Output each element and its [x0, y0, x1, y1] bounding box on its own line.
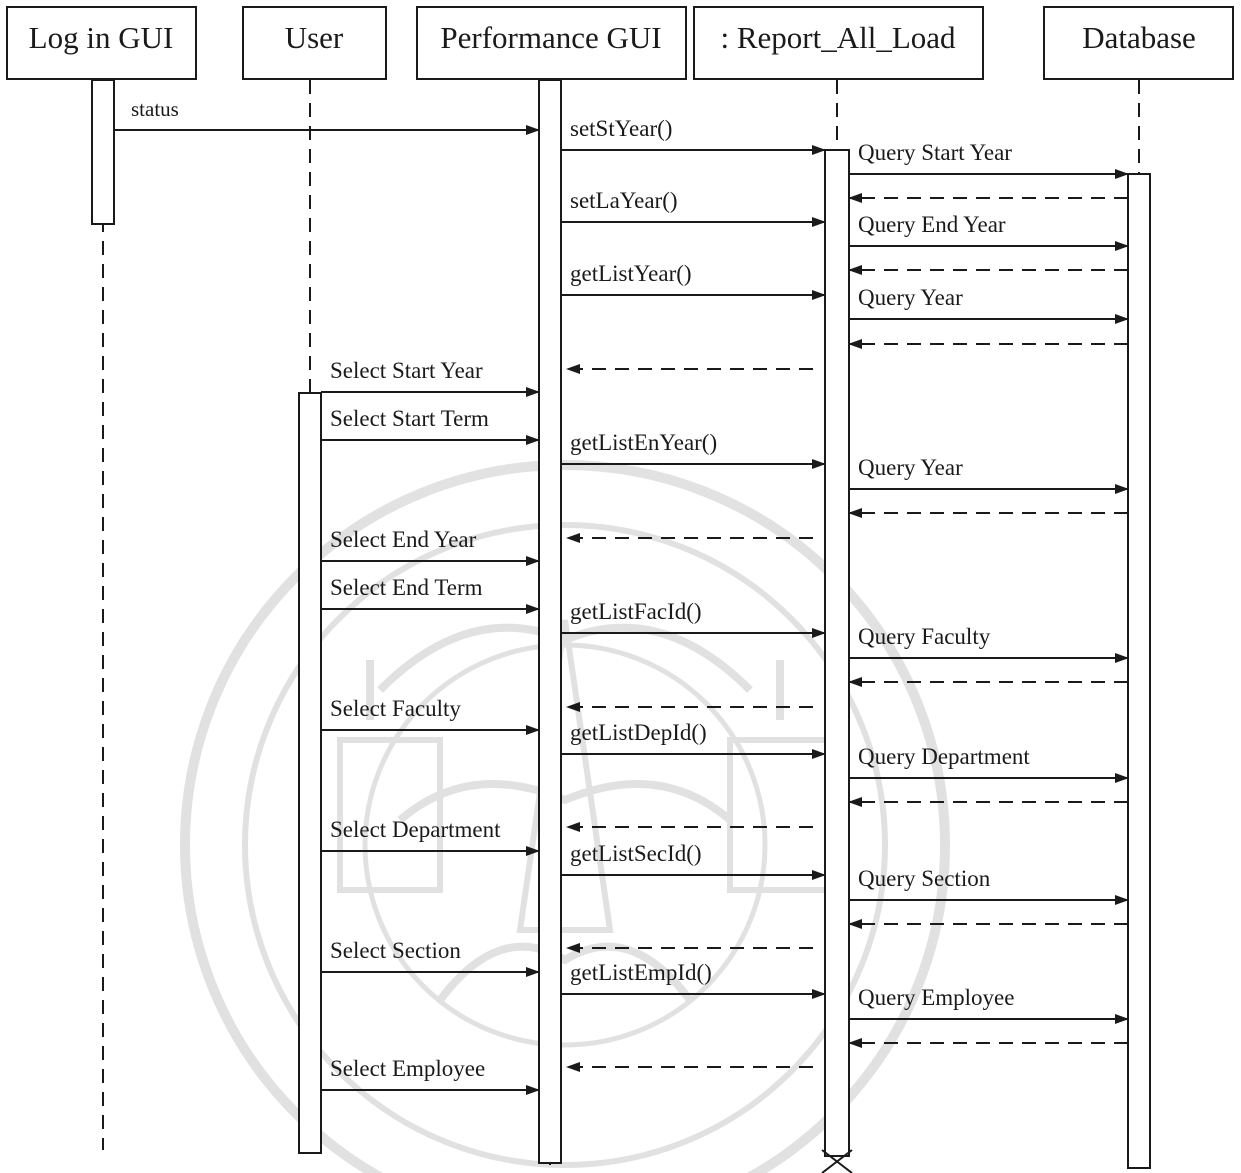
participant-perf: Performance GUI: [417, 7, 686, 79]
message-label: Query Start Year: [858, 140, 1012, 165]
message-label: setLaYear(): [570, 188, 678, 213]
message-label: getListYear(): [570, 261, 692, 286]
message-label: Query Employee: [858, 985, 1014, 1010]
message-label: Select Start Term: [330, 406, 489, 431]
message-label: setStYear(): [570, 116, 672, 141]
activation-db: [1128, 174, 1150, 1168]
message-label: status: [131, 97, 179, 121]
message-label: Select Section: [330, 938, 461, 963]
message-label: getListEnYear(): [570, 430, 717, 455]
message-label: Query Year: [858, 285, 963, 310]
activation-login: [92, 80, 114, 224]
message-label: Select Start Year: [330, 358, 483, 383]
participant-report-label: : Report_All_Load: [720, 20, 956, 55]
participant-perf-label: Performance GUI: [440, 20, 661, 55]
message-label: Select Department: [330, 817, 501, 842]
participant-user-label: User: [285, 20, 344, 55]
messages: status setStYear() Query Start Year setLaYe…: [113, 97, 1128, 1090]
message-label: getListDepId(): [570, 720, 707, 745]
participant-login: Log in GUI: [7, 7, 196, 79]
participant-login-label: Log in GUI: [29, 20, 174, 55]
participant-report: : Report_All_Load: [694, 7, 983, 79]
message-label: Select End Term: [330, 575, 483, 600]
message-label: Query Section: [858, 866, 991, 891]
message-label: getListEmpId(): [570, 960, 712, 985]
participant-headers: Log in GUI User Performance GUI : Report…: [7, 7, 1233, 79]
participant-db: Database: [1044, 7, 1233, 79]
message-label: Select Faculty: [330, 696, 461, 721]
participant-user: User: [243, 7, 386, 79]
activation-perf: [539, 80, 561, 1163]
message-label: Select End Year: [330, 527, 477, 552]
message-label: getListFacId(): [570, 599, 702, 624]
message-label: Query Year: [858, 455, 963, 480]
message-label: Query End Year: [858, 212, 1006, 237]
message-label: Query Department: [858, 744, 1030, 769]
message-label: getListSecId(): [570, 841, 702, 866]
activation-user: [299, 393, 321, 1153]
participant-db-label: Database: [1082, 20, 1196, 55]
activation-report: [825, 150, 849, 1156]
message-label: Query Faculty: [858, 624, 991, 649]
message-label: Select Employee: [330, 1056, 485, 1081]
